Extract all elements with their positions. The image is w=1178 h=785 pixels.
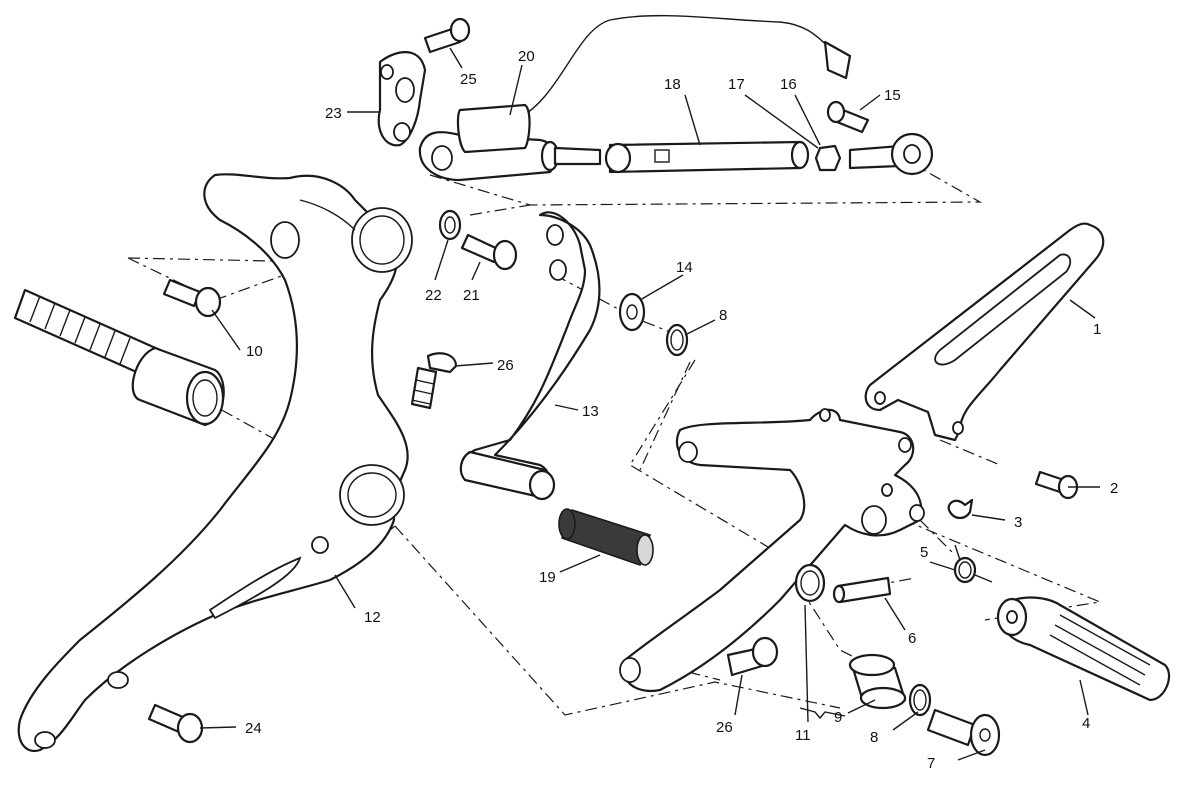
callout-8-lower: 8 [870, 729, 878, 746]
callout-23: 23 [325, 105, 342, 122]
footpeg-support [619, 408, 925, 693]
callout-25: 25 [460, 71, 477, 88]
washer-22 [438, 209, 462, 241]
callout-21: 21 [463, 287, 480, 304]
callout-4: 4 [1082, 715, 1090, 732]
callout-3: 3 [1014, 514, 1022, 531]
bracket-23 [377, 51, 427, 147]
callout-22: 22 [425, 287, 442, 304]
callout-14: 14 [676, 259, 693, 276]
footpeg-4 [996, 596, 1171, 702]
washer-14 [618, 292, 646, 332]
callout-9: 9 [834, 709, 842, 726]
callout-5: 5 [920, 544, 928, 561]
bolt-21 [460, 233, 518, 271]
callout-26-upper: 26 [497, 357, 514, 374]
callout-17: 17 [728, 76, 745, 93]
callout-1: 1 [1093, 321, 1101, 338]
callout-24: 24 [245, 720, 262, 737]
callout-labels: 1 2 3 4 5 6 7 8 8 9 10 11 12 13 14 15 16… [245, 48, 1118, 772]
circlip-8-lower [908, 683, 932, 717]
callout-18: 18 [664, 76, 681, 93]
heel-guard-1 [864, 222, 1105, 442]
callout-26-lower: 26 [716, 719, 733, 736]
bolt-26-upper [410, 352, 458, 410]
bolt-24 [147, 703, 204, 744]
footpeg-bracket-12 [17, 173, 413, 753]
callout-15: 15 [884, 87, 901, 104]
spring-5 [953, 544, 993, 584]
bolt-15 [826, 100, 870, 134]
master-cylinder-20 [418, 14, 852, 182]
bolt-7 [926, 708, 1001, 757]
rubber-sleeve-19 [558, 508, 654, 567]
clip-3 [947, 498, 974, 520]
callout-11: 11 [795, 727, 811, 744]
callout-2: 2 [1110, 480, 1118, 497]
brake-lever-13 [459, 211, 601, 501]
callout-10: 10 [246, 343, 263, 360]
rod-18 [604, 140, 810, 174]
bolt-10 [162, 278, 222, 318]
callout-13: 13 [582, 403, 599, 420]
circlip-8-upper [665, 323, 689, 357]
callout-8-upper: 8 [719, 307, 727, 324]
bushing-9 [848, 653, 907, 710]
callout-6: 6 [908, 630, 916, 647]
leader-lines [199, 47, 1100, 761]
bolt-25 [423, 17, 471, 54]
callout-16: 16 [780, 76, 797, 93]
pin-6 [832, 576, 892, 604]
threaded-pin [13, 288, 225, 427]
bolt-2 [1034, 470, 1079, 500]
callout-12: 12 [364, 609, 381, 626]
callout-19: 19 [539, 569, 556, 586]
callout-7: 7 [927, 755, 935, 772]
bolt-26-lower [726, 636, 779, 677]
clevis-16 [848, 132, 934, 176]
bracket-11-mark [799, 707, 846, 720]
nut-17 [814, 144, 842, 172]
callout-20: 20 [518, 48, 535, 65]
